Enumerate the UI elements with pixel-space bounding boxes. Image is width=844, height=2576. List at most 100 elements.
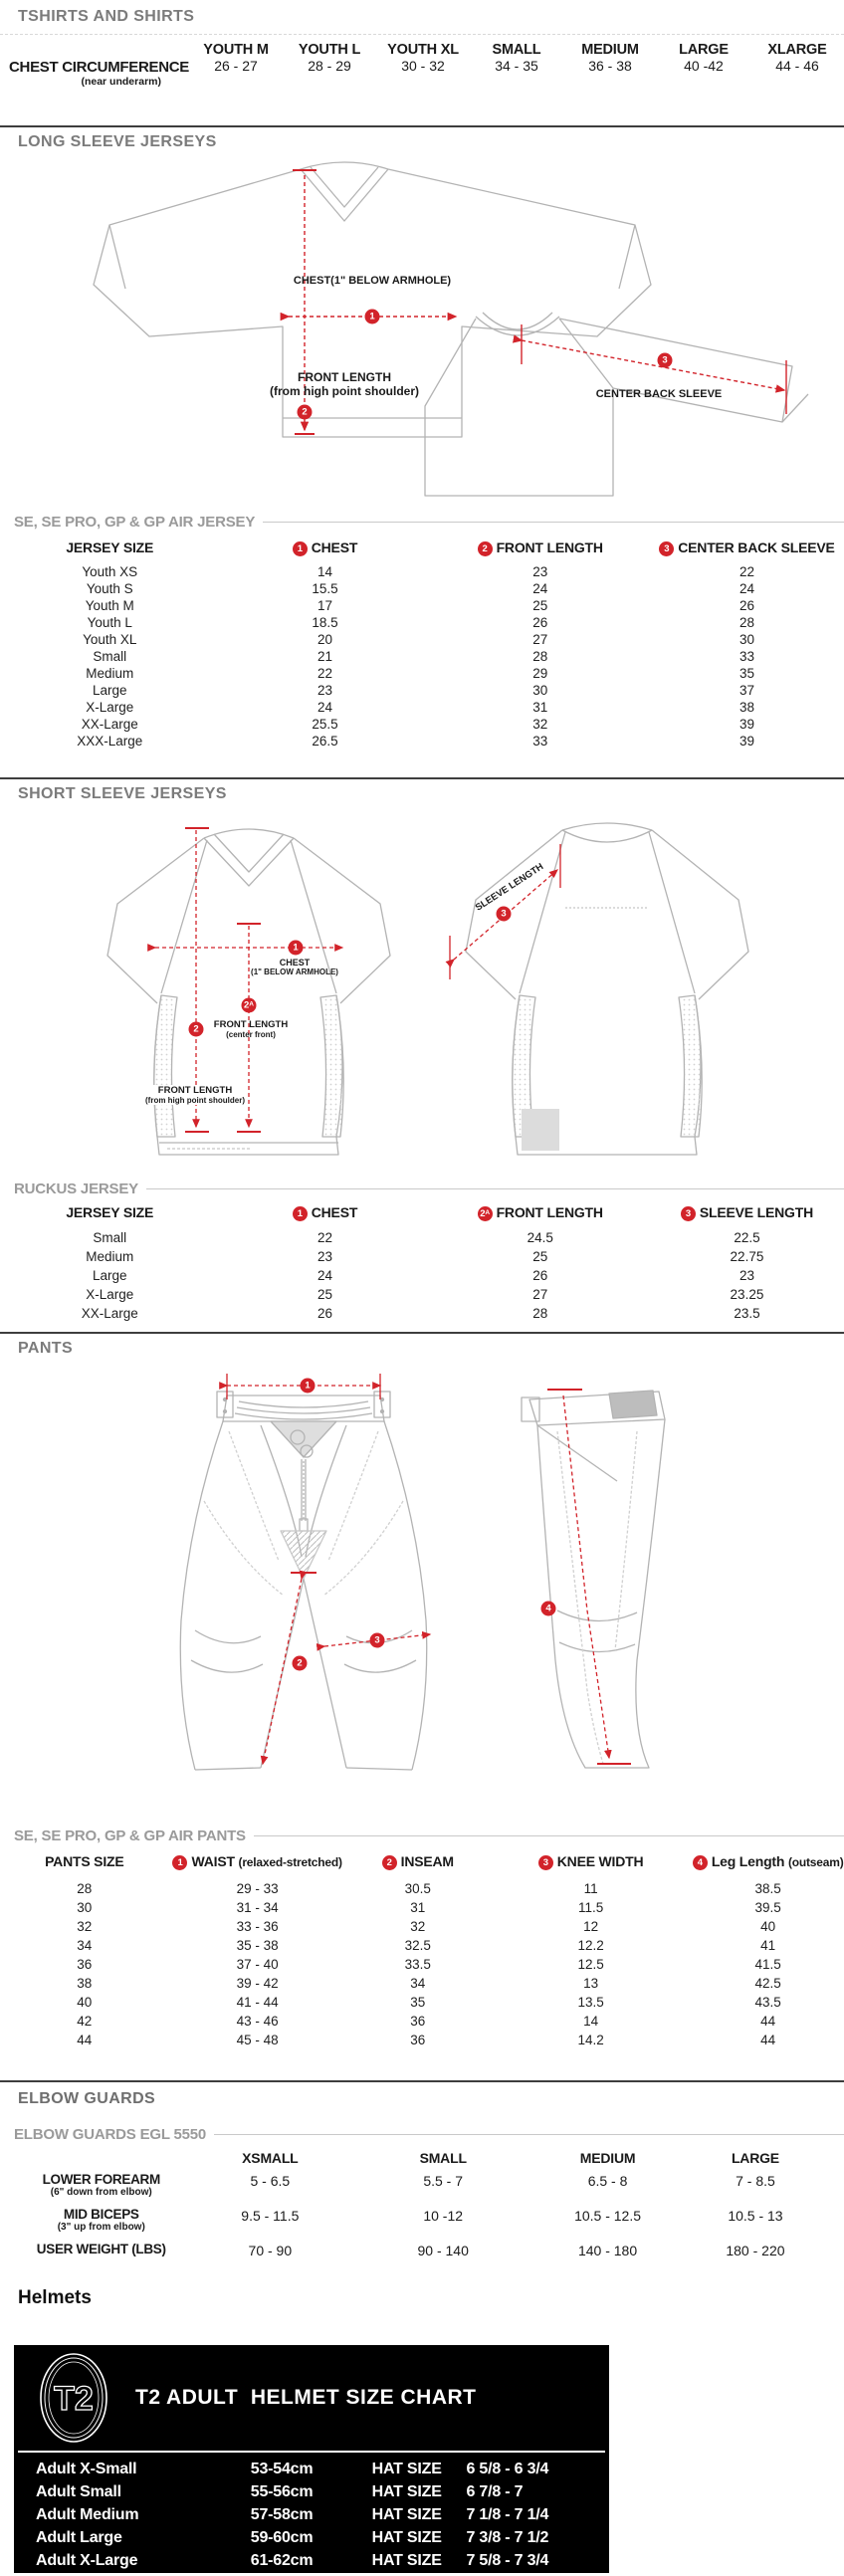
table-cell: 24 [316,700,332,715]
table-cell: 90 - 140 [417,2243,469,2258]
table-cell: Adult X-Small [36,2460,137,2477]
marker-4-leg-length: 4 [540,1601,556,1616]
table-cell: 180 - 220 [726,2243,785,2258]
table-cell: 23 [316,683,332,698]
svg-text:T2: T2 [54,2380,94,2418]
marker-1-icon: 1 [292,1205,308,1221]
table-cell: 32 [410,1919,426,1934]
table-cell: 53-54cm [250,2460,314,2477]
marker-1-icon: 1 [292,540,308,556]
table-cell: 26 [532,1268,548,1283]
table-cell: 13.5 [577,1995,604,2010]
table-cell: HAT SIZE [371,2460,442,2477]
col-header-small: SMALL [419,2150,467,2166]
col-header-jersey-size: JERSEY SIZE [66,1204,154,1221]
table-cell: 40 [760,1919,776,1934]
table-cell: 39.5 [754,1900,781,1915]
table-cell: 28 [532,1306,548,1321]
table-cell: 24 [532,581,548,596]
table-cell: 7 - 8.5 [736,2173,775,2189]
table-cell: 41.5 [754,1957,781,1972]
table-cell: 42 [77,2014,93,2029]
table-cell: MEDIUM [581,42,639,58]
marker-2-inseam: 2 [292,1655,308,1671]
col-header-large: LARGE [731,2150,779,2166]
table-cell: 41 [760,1938,776,1953]
table-cell: 7 5/8 - 7 3/4 [466,2551,549,2569]
col-header-jersey-size: JERSEY SIZE [66,539,154,556]
table-cell: 44 - 46 [775,58,819,74]
marker-4-icon: 4 [692,1854,708,1870]
long-sleeve-jersey-diagram: CHEST(1" BELOW ARMHOLE) 1 FRONT LENGTH (… [0,157,844,511]
table-cell: 38 [77,1976,93,1991]
table-cell: 12.5 [577,1957,604,1972]
table-cell: 59-60cm [250,2528,314,2546]
table-cell: HAT SIZE [371,2482,442,2500]
chest-measure-label: CHEST(1" BELOW ARMHOLE) [293,275,452,287]
table-cell: SMALL [492,42,541,58]
table-cell: 43.5 [754,1995,781,2010]
table-cell: 26 [532,615,548,630]
table-cell: 26 [738,598,754,613]
table-cell: 45 - 48 [236,2033,279,2047]
table-cell: 30 [738,632,754,647]
table-cell: 6.5 - 8 [587,2173,628,2189]
table-cell: YOUTH XL [387,42,459,58]
marker-1-chest: 1 [364,309,380,324]
table-cell: 14.2 [577,2033,604,2047]
table-cell: XX-Large [81,717,138,732]
tshirts-heading-rule [0,34,844,35]
table-cell: Large [92,683,127,698]
tshirts-row-label: CHEST CIRCUMFERENCE (near underarm) [9,59,189,88]
table-cell: 33.5 [404,1957,431,1972]
table-cell: 140 - 180 [577,2243,638,2258]
table-row: LOWER FOREARM (6" down from elbow) 5 - 6… [0,2172,844,2198]
marker-3-icon: 3 [659,540,675,556]
table-cell: 12.2 [577,1938,604,1953]
subheading-rule [263,522,844,523]
table-cell: 12 [583,1919,599,1934]
table-cell: 39 [738,734,754,749]
table-cell: 11.5 [577,1900,604,1915]
table-cell: XXX-Large [77,734,143,749]
table-cell: 10 -12 [423,2208,464,2224]
pants-diagram-art [179,1374,666,1771]
tshirts-table: CHEST CIRCUMFERENCE (near underarm) YOUT… [0,42,844,88]
elbow-guards-heading: ELBOW GUARDS [18,2090,156,2107]
table-cell: Medium [86,666,134,681]
table-cell: 36 [410,2014,426,2029]
marker-3-icon: 3 [680,1205,696,1221]
table-cell: 35 [738,666,754,681]
table-cell: 9.5 - 11.5 [241,2208,300,2224]
table-cell: 25 [316,1287,332,1302]
table-cell: Medium [86,1249,134,1264]
table-cell: 7 3/8 - 7 1/2 [466,2528,549,2546]
table-cell: 28 - 29 [308,58,351,74]
table-cell: 57-58cm [250,2505,314,2523]
